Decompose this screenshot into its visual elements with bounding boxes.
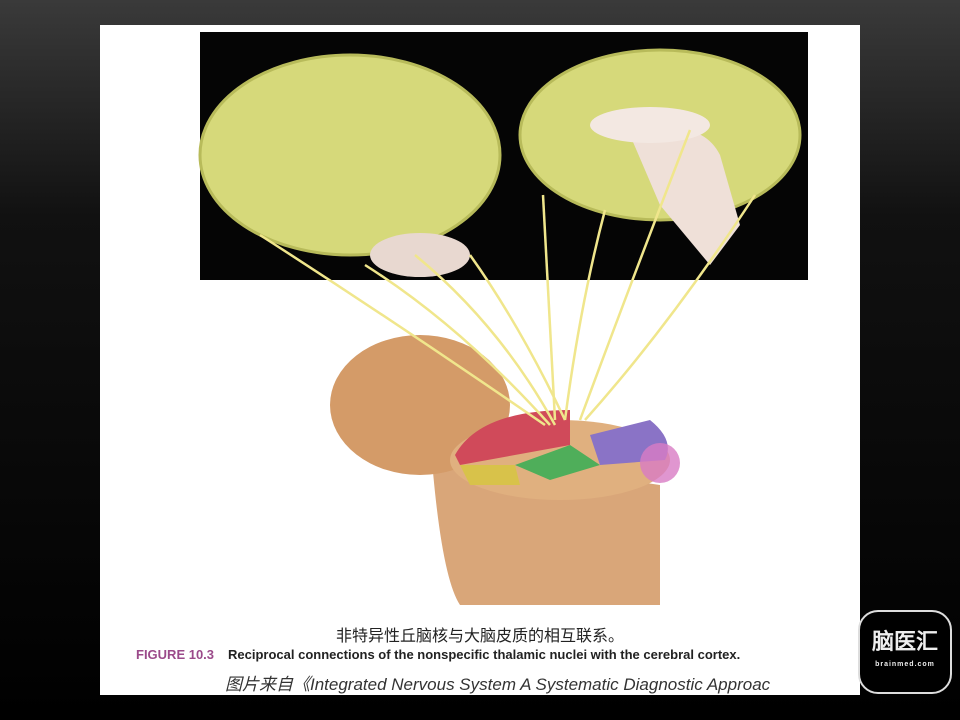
- nucleus-pink: [640, 443, 680, 483]
- corpus-callosum: [590, 107, 710, 143]
- caption-english-text: Reciprocal connections of the nonspecifi…: [228, 647, 741, 662]
- nucleus-green: [515, 445, 600, 480]
- figure-label: FIGURE 10.3: [136, 647, 215, 662]
- brainstem-medial: [630, 128, 740, 265]
- lateral-brain: [198, 53, 502, 257]
- watermark-logo: 脑医汇 brainmed.com: [858, 610, 952, 694]
- caption-chinese: 非特异性丘脑核与大脑皮质的相互联系。: [335, 628, 624, 645]
- watermark-name: 脑医汇: [871, 629, 938, 654]
- slide-panel: 非特异性丘脑核与大脑皮质的相互联系。 FIGURE 10.3 Reciprocal…: [100, 25, 860, 695]
- connection-arrows: [259, 129, 757, 427]
- caption-english: FIGURE 10.3 Reciprocal connections of the…: [136, 647, 740, 662]
- cerebellum-lateral: [370, 233, 470, 277]
- watermark-url: brainmed.com: [875, 661, 935, 668]
- brain-figure: [198, 32, 808, 605]
- nucleus-yellow: [460, 465, 520, 485]
- source-citation: 图片来自《Integrated Nervous System A Systema…: [225, 675, 771, 694]
